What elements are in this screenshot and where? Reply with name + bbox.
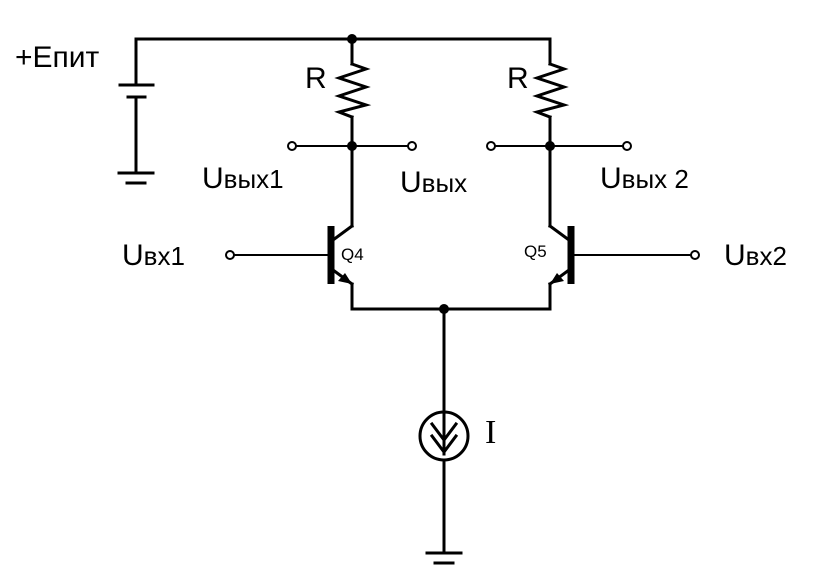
resistor-right-zigzag (532, 62, 570, 119)
current-source-arrow-head-2 (429, 433, 459, 455)
output-diff-label-sub: вых (422, 168, 468, 198)
current-source-label: I (485, 414, 496, 451)
input1-label-main: U (122, 239, 144, 272)
output-diff-label-main: U (400, 166, 422, 199)
resistor-right-label: R (507, 62, 529, 95)
output2-terminal (622, 141, 632, 151)
input2-label-main: U (724, 239, 746, 272)
junction-emitter-common (439, 304, 449, 314)
transistor-q4-emitter-arrow (338, 273, 352, 284)
resistor-left-label: R (305, 62, 327, 95)
resistor-right (532, 37, 570, 148)
output1-label-main: U (202, 162, 224, 195)
battery-symbol (117, 37, 155, 185)
resistor-left-zigzag (334, 62, 372, 119)
emitter-common-wire (350, 282, 552, 311)
supply-label: +Eпит (15, 41, 100, 74)
junction-collector-left (347, 141, 357, 151)
input2-terminal (690, 250, 700, 260)
output-diff-label: Uвых (400, 166, 467, 199)
junction-collector-right (545, 141, 555, 151)
output-left-terminal (407, 141, 417, 151)
output2-label-sub: вых 2 (622, 164, 689, 194)
transistor-q4 (327, 223, 355, 287)
transistor-q4-label: Q4 (341, 245, 364, 264)
input1-label-sub: вх1 (144, 241, 185, 271)
transistor-q5-label: Q5 (524, 242, 547, 261)
input2-label: Uвх2 (724, 239, 787, 272)
transistor-q5 (547, 223, 575, 287)
resistor-left (334, 37, 372, 148)
output2-label-main: U (600, 162, 622, 195)
current-source (418, 410, 470, 462)
output1-terminal (287, 141, 297, 151)
output-right-terminal (486, 141, 496, 151)
output1-label: Uвых1 (202, 162, 284, 195)
input2-label-sub: вх2 (746, 241, 787, 271)
output2-label: Uвых 2 (600, 162, 689, 195)
transistor-q5-collector (547, 223, 572, 243)
input1-label: Uвх1 (122, 239, 185, 272)
output1-label-sub: вых1 (224, 164, 284, 194)
transistor-q4-collector (330, 223, 355, 243)
transistor-q5-emitter-arrow (550, 273, 564, 284)
input1-terminal (225, 250, 235, 260)
current-source-arrow-head-1 (429, 421, 459, 443)
junction-supply-rail (347, 34, 357, 44)
